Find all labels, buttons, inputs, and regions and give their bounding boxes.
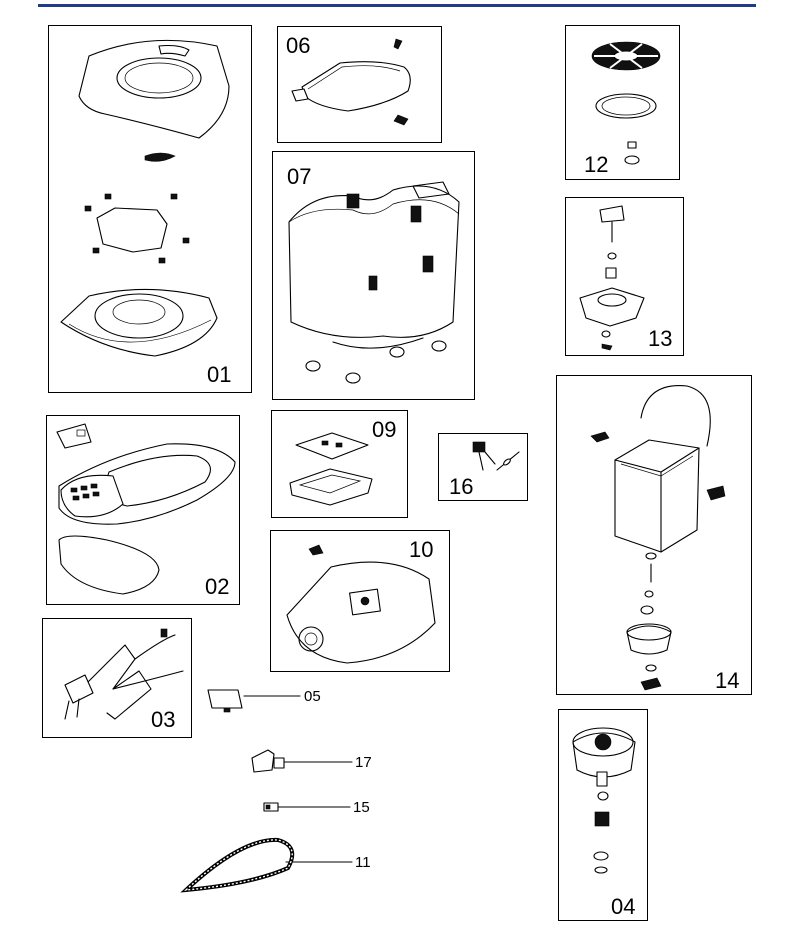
panel-14-bread-pan: 14 (556, 375, 752, 695)
panel-16-thermal-fuse: 16 (438, 433, 528, 501)
bread-pan-illustration (590, 385, 726, 691)
base-plate-illustration (286, 544, 436, 664)
panel-02-housing: 02 (46, 415, 240, 605)
panel-13-drive-assembly: 13 (565, 197, 684, 356)
panel-10-base-plate: 10 (270, 530, 450, 672)
baking-chamber-illustration (288, 181, 460, 384)
callout-label-17: 17 (355, 754, 372, 771)
panel-label-06: 06 (286, 33, 311, 58)
callout-label-15: 15 (353, 799, 370, 816)
panel-07-baking-chamber: 07 (272, 151, 475, 400)
pulley-illustration (591, 41, 661, 165)
panel-label-02: 02 (205, 574, 230, 599)
panel-01-lid: 01 (48, 25, 252, 393)
panel-06-heating-element: 06 (277, 26, 442, 143)
header-bar (38, 4, 756, 7)
panel-12-pulley: 12 (565, 25, 680, 180)
panel-label-16: 16 (449, 474, 474, 499)
part-05-capacitor (207, 689, 243, 713)
panel-label-10: 10 (409, 537, 434, 562)
part-17-bracket (251, 749, 285, 773)
panel-label-07: 07 (287, 164, 312, 189)
drive-assembly-illustration (579, 205, 645, 351)
panel-label-09: 09 (372, 417, 397, 442)
thermal-fuse-illustration (472, 441, 520, 471)
panel-label-14: 14 (715, 668, 740, 693)
panel-label-13: 13 (648, 326, 673, 351)
panel-label-01: 01 (207, 362, 232, 387)
panel-label-03: 03 (151, 707, 176, 732)
part-15-sensor (263, 802, 279, 812)
power-cord-illustration (64, 628, 184, 720)
panel-label-04: 04 (611, 894, 636, 919)
housing-illustration (56, 423, 236, 595)
panel-label-12: 12 (584, 152, 609, 177)
lid-assembly-illustration (60, 39, 230, 357)
part-11-drive-belt (180, 837, 295, 893)
control-board-illustration (289, 432, 373, 506)
callout-label-05: 05 (304, 688, 321, 705)
panel-04-motor: 04 (558, 709, 648, 921)
callout-label-11: 11 (355, 854, 371, 871)
heating-element-illustration (291, 38, 411, 126)
panel-09-control-board: 09 (271, 410, 408, 518)
panel-03-power-cord: 03 (42, 618, 192, 738)
motor-illustration (572, 727, 636, 874)
